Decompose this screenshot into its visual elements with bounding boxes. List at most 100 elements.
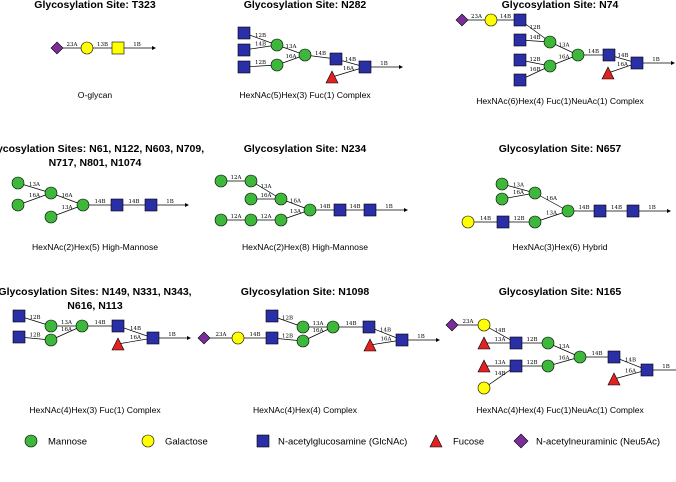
neu5ac-node bbox=[197, 331, 211, 345]
linkage-label: 16A bbox=[513, 190, 525, 196]
linkage-label: 13A bbox=[261, 184, 273, 190]
mannose-node bbox=[75, 319, 89, 333]
glcnac-node bbox=[630, 56, 644, 70]
linkage-label: 16A bbox=[286, 54, 298, 60]
glcnac-node bbox=[358, 60, 372, 74]
mannose-node bbox=[296, 334, 310, 348]
glcnac-node bbox=[640, 363, 654, 377]
glcnac-node bbox=[593, 204, 607, 218]
linkage-label: 16A bbox=[61, 327, 73, 333]
linkage-label: 14B bbox=[591, 351, 602, 357]
mannose-node bbox=[296, 320, 310, 334]
reducing-end-arrowhead bbox=[185, 203, 189, 207]
glcnac-node bbox=[602, 48, 616, 62]
mannose-node bbox=[270, 38, 284, 52]
panel-title-n149-line2: N616, N113 bbox=[67, 300, 123, 312]
legend-fucose-icon bbox=[429, 434, 443, 448]
galnac-node bbox=[111, 41, 125, 55]
mannose-node bbox=[528, 215, 542, 229]
linkage-label: 23A bbox=[67, 42, 79, 48]
panel-title-n74: Glycosylation Site: N74 bbox=[502, 0, 619, 11]
legend-glcnac-label: N-acetylglucosamine (GlcNAc) bbox=[278, 437, 407, 448]
mannose-node bbox=[11, 198, 25, 212]
linkage-label: 16A bbox=[29, 193, 41, 199]
mannose-node bbox=[244, 174, 258, 188]
mannose-node bbox=[44, 210, 58, 224]
linkage-label: 1B bbox=[380, 61, 388, 67]
reducing-end-arrowhead bbox=[152, 46, 156, 50]
mannose-node bbox=[76, 198, 90, 212]
linkage-label: 16A bbox=[290, 199, 302, 205]
panel-caption-n657: HexNAc(3)Hex(6) Hybrid bbox=[512, 242, 607, 252]
linkage-label: 16B bbox=[529, 67, 540, 73]
linkage-label: 12B bbox=[513, 216, 524, 222]
glcnac-node bbox=[237, 60, 251, 74]
mannose-node bbox=[571, 48, 585, 62]
linkage-label: 12B bbox=[255, 33, 266, 39]
mannose-node bbox=[541, 359, 555, 373]
neu5ac-node bbox=[50, 41, 64, 55]
linkage-label: 12B bbox=[526, 360, 537, 366]
glcnac-node bbox=[509, 336, 523, 350]
linkage-label: 14B bbox=[480, 216, 491, 222]
linkage-label: 16A bbox=[559, 356, 571, 362]
mannose-node bbox=[44, 319, 58, 333]
mannose-node bbox=[573, 350, 587, 364]
glcnac-node bbox=[333, 203, 347, 217]
mannose-node bbox=[274, 192, 288, 206]
glcnac-node bbox=[110, 198, 124, 212]
linkage-label: 13B bbox=[97, 42, 108, 48]
mannose-node bbox=[561, 204, 575, 218]
linkage-label: 14B bbox=[494, 371, 505, 377]
glcnac-node bbox=[363, 203, 377, 217]
glcnac-node bbox=[146, 331, 160, 345]
linkage-label: 1B bbox=[166, 199, 174, 205]
galactose-node bbox=[80, 41, 94, 55]
reducing-end-arrowhead bbox=[667, 209, 671, 213]
linkage-label: 12A bbox=[231, 175, 243, 181]
linkage-label: 1B bbox=[662, 364, 670, 370]
linkage-label: 13A bbox=[559, 344, 571, 350]
glcnac-node bbox=[513, 13, 527, 27]
linkage-label: 16A bbox=[313, 328, 325, 334]
mannose-node bbox=[44, 186, 58, 200]
glcnac-node bbox=[513, 53, 527, 67]
fucose-node bbox=[601, 66, 615, 80]
panel-caption-n61: HexNAc(2)Hex(5) High-Mannose bbox=[32, 242, 158, 252]
reducing-end-arrowhead bbox=[671, 61, 675, 65]
linkage-label: 14B bbox=[94, 199, 105, 205]
linkage-label: 14B bbox=[130, 326, 141, 332]
linkage-label: 16A bbox=[381, 337, 393, 343]
mannose-node bbox=[214, 213, 228, 227]
linkage-label: 23A bbox=[216, 332, 228, 338]
fucose-node bbox=[363, 338, 377, 352]
glcnac-node bbox=[513, 73, 527, 87]
linkage-label: 14B bbox=[249, 332, 260, 338]
linkage-label: 14B bbox=[349, 204, 360, 210]
linkage-label: 13A bbox=[513, 183, 525, 189]
linkage-label: 16A bbox=[617, 62, 629, 68]
glcnac-node bbox=[237, 43, 251, 57]
linkage-label: 16A bbox=[261, 193, 273, 199]
mannose-node bbox=[298, 48, 312, 62]
linkage-label: 12A bbox=[261, 214, 273, 220]
galactose-node bbox=[477, 381, 491, 395]
panel-caption-t323: O-glycan bbox=[78, 90, 113, 100]
linkage-label: 13A bbox=[290, 209, 302, 215]
panel-title-n234: Glycosylation Site: N234 bbox=[244, 143, 367, 155]
galactose-node bbox=[231, 331, 245, 345]
legend-mannose-label: Mannose bbox=[48, 437, 87, 448]
linkage-label: 14B bbox=[315, 51, 326, 57]
legend-neu5ac-label: N-acetylneuraminic (Neu5Ac) bbox=[536, 437, 660, 448]
glcnac-node bbox=[329, 52, 343, 66]
linkage-label: 16A bbox=[625, 369, 637, 375]
linkage-label: 1B bbox=[168, 332, 176, 338]
linkage-label: 14B bbox=[588, 49, 599, 55]
